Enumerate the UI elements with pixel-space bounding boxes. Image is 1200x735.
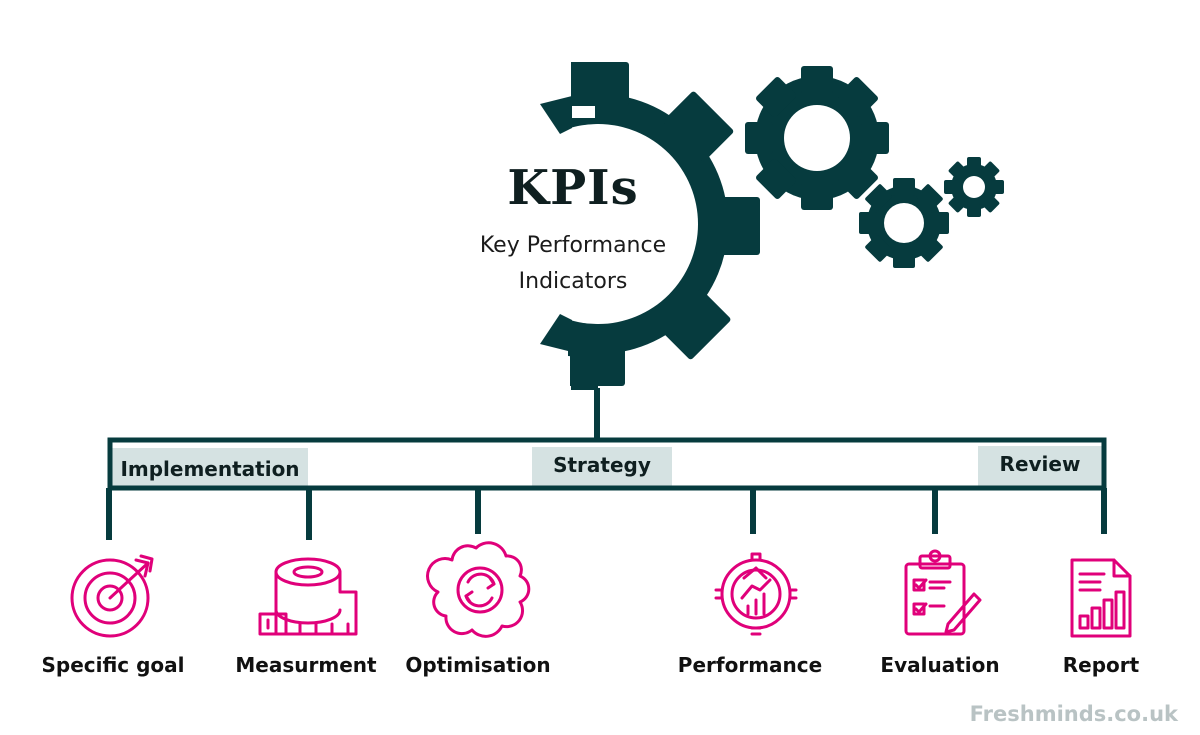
small-gear-icon (859, 178, 949, 268)
band-label-strategy: Strategy (553, 453, 651, 477)
gears-group (420, 40, 1004, 410)
item-label-performance: Performance (677, 653, 823, 677)
performance-gear-icon (714, 552, 798, 636)
item-label-specific-goal: Specific goal (41, 653, 185, 677)
target-icon (70, 554, 154, 638)
medium-gear-icon (745, 66, 889, 210)
footer-site-link[interactable]: Freshminds.co.uk (969, 702, 1178, 726)
tiny-gear-icon (944, 157, 1004, 217)
item-label-optimisation: Optimisation (405, 653, 551, 677)
measuring-tape-icon (258, 557, 358, 636)
drop-lines (106, 488, 1107, 540)
item-label-evaluation: Evaluation (880, 653, 1000, 677)
timeline-band (107, 437, 1107, 491)
gear-connector-line (594, 388, 600, 440)
clipboard-checklist-icon (904, 549, 982, 636)
subtitle-line-2: Indicators (518, 269, 628, 294)
band-label-review: Review (999, 452, 1081, 476)
report-chart-icon (1070, 558, 1132, 638)
item-label-measurement: Measurment (235, 653, 377, 677)
diagram-title: KPIs (507, 160, 639, 216)
band-label-implementation: Implementation (120, 457, 300, 481)
item-label-report: Report (1062, 653, 1140, 677)
large-gear-icon (420, 40, 760, 410)
subtitle-line-1: Key Performance (479, 233, 667, 258)
diagram-subtitle: Key Performance Indicators (440, 228, 706, 300)
optimisation-cloud-icon (426, 541, 531, 638)
